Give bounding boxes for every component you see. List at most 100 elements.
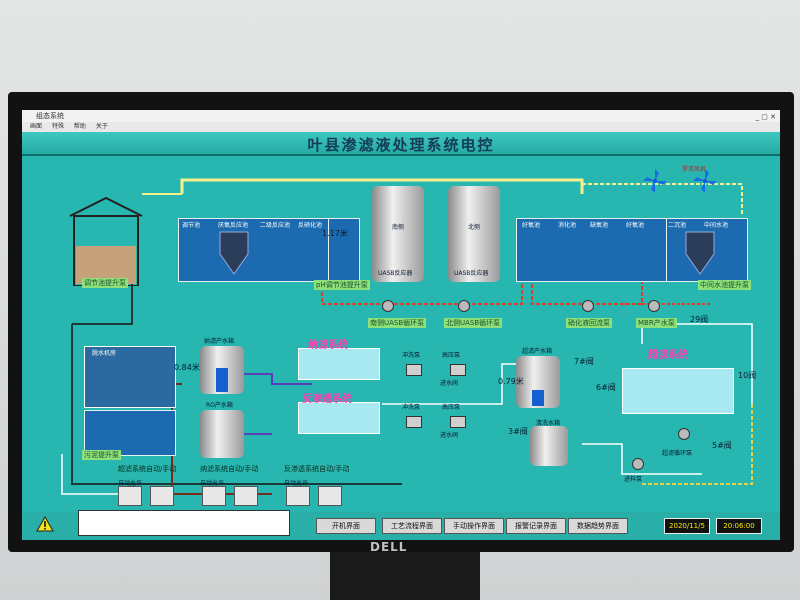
cf-pump-label: 冲洗泵 <box>402 352 421 359</box>
nf-auto-toggle[interactable] <box>202 486 226 506</box>
label-nitro-pump: 硝化液回流泵 <box>566 318 612 328</box>
tank-label-4: 好氧池 <box>522 222 541 229</box>
nf-auto-label: 纳滤系统自动/手动 <box>200 465 259 473</box>
nano-system-title: 纳滤系统 <box>308 340 348 351</box>
clean-tank-label: 清洗水箱 <box>536 420 561 427</box>
scada-screen: 组态系统 _ ▢ ✕ 画面 特殊 帮助 关于 叶县渗滤液处理系统电控 调节池提升… <box>22 110 780 540</box>
tank-ph <box>328 218 360 282</box>
value-3: 3#阀 <box>508 427 528 436</box>
uf-tank-label: 超滤产水箱 <box>522 348 553 355</box>
value-10: 10阀 <box>738 371 757 380</box>
nav-trend-button[interactable]: 数据趋势界面 <box>568 518 628 534</box>
clarifier-hopper-icon <box>685 231 715 275</box>
high-pump-label: 高压泵 <box>442 352 461 359</box>
uf-auto-allow: 自动允许 <box>118 480 143 487</box>
ro-auto-label: 反渗透系统自动/手动 <box>284 465 350 473</box>
blower-fan-icon-1[interactable] <box>642 168 668 194</box>
tank-row-b <box>516 218 668 282</box>
status-date: 2020/11/5 <box>664 518 710 534</box>
value-5: 5#阀 <box>712 441 732 450</box>
uf-manual-toggle[interactable] <box>150 486 174 506</box>
pump-icon-feed[interactable] <box>632 458 644 470</box>
ro-membranes <box>298 402 380 434</box>
alarm-table[interactable] <box>78 510 290 536</box>
page-title: 叶县渗滤液处理系统电控 <box>307 136 495 154</box>
uf-auto-label: 超滤系统自动/手动 <box>118 465 177 473</box>
tank-label-9: 中间水池 <box>704 222 729 229</box>
window-titlebar: 组态系统 _ ▢ ✕ <box>22 110 780 122</box>
regulating-tank-building <box>69 196 143 286</box>
pump-icon-circ[interactable] <box>678 428 690 440</box>
alarm-warning-icon[interactable] <box>36 516 54 532</box>
value-29: 29阀 <box>690 315 709 324</box>
tank-row-a <box>178 218 330 282</box>
status-time: 20:06:00 <box>716 518 762 534</box>
nf-manual-toggle[interactable] <box>234 486 258 506</box>
nano-tank-label: 纳滤产水箱 <box>204 338 235 345</box>
label-regulating-pump: 调节池提升泵 <box>82 278 128 288</box>
high-pump-label-2: 高压泵 <box>442 404 461 411</box>
menu-item-1[interactable]: 特殊 <box>51 123 64 130</box>
pump-icon-cf-2[interactable] <box>406 416 422 428</box>
label-mid-pump: 中间水池提升泵 <box>698 280 751 290</box>
pump-icon-high[interactable] <box>450 364 466 376</box>
circ-pump-label: 超滤循环泵 <box>662 450 693 457</box>
tank-label-7: 好氧池 <box>626 222 645 229</box>
label-uasb-north-pump: 北侧UASB循环泵 <box>444 318 503 328</box>
tower-south-label: 南侧 <box>392 224 405 231</box>
sludge-tank <box>84 410 176 456</box>
nav-process-button[interactable]: 工艺流程界面 <box>382 518 442 534</box>
menubar: 画面 特殊 帮助 关于 <box>22 122 780 132</box>
uf-level-value: 0.79米 <box>498 377 524 386</box>
label-blower: 罗茨风机 <box>682 166 707 173</box>
label-lift-pump: pH调节池提升泵 <box>314 280 370 290</box>
pump-icon-cf[interactable] <box>406 364 422 376</box>
level-regulating-value: 1.17米 <box>322 229 348 238</box>
tank-label-0: 调节池 <box>182 222 201 229</box>
nav-start-button[interactable]: 开机界面 <box>316 518 376 534</box>
window-buttons[interactable]: _ ▢ ✕ <box>755 113 776 121</box>
pump-icon-north[interactable] <box>458 300 470 312</box>
pump-icon-mbr[interactable] <box>648 300 660 312</box>
uf-membranes <box>622 368 734 414</box>
window-title: 组态系统 <box>36 112 64 120</box>
value-7: 7#阀 <box>574 357 594 366</box>
nf-auto-allow: 自动允许 <box>200 480 225 487</box>
uf-product-tank <box>516 356 560 408</box>
pump-icon-south[interactable] <box>382 300 394 312</box>
uf-system-title: 超滤系统 <box>648 350 688 361</box>
value-6: 6#阀 <box>596 383 616 392</box>
uf-level-bar <box>532 390 544 406</box>
tank-label-6: 缺氧池 <box>590 222 609 229</box>
in-valve-label-2: 进水阀 <box>440 432 459 439</box>
menu-item-3[interactable]: 关于 <box>95 123 108 130</box>
pump-icon-nitro[interactable] <box>582 300 594 312</box>
dewater-room <box>84 346 176 408</box>
tank-label-3: 反硝化池 <box>298 222 323 229</box>
tank-label-1: 厌氧反应池 <box>218 222 249 229</box>
nano-level-value: 0.84米 <box>174 363 200 372</box>
ro-product-tank <box>200 410 244 458</box>
nav-alarm-button[interactable]: 报警记录界面 <box>506 518 566 534</box>
clean-tank <box>530 426 568 466</box>
ro-auto-toggle[interactable] <box>286 486 310 506</box>
blower-fan-icon-2[interactable] <box>692 168 718 194</box>
feed-pump-label: 进料泵 <box>624 476 643 483</box>
menu-item-0[interactable]: 画面 <box>30 123 43 130</box>
tower-north-label: 北侧 <box>468 224 481 231</box>
monitor-brand-logo: DELL <box>370 540 408 554</box>
in-valve-label: 进水阀 <box>440 380 459 387</box>
ro-tank-label: RO产水箱 <box>206 402 233 409</box>
nano-product-tank <box>200 346 244 394</box>
tank-label-2: 二级反应池 <box>260 222 291 229</box>
nav-manual-button[interactable]: 手动操作界面 <box>444 518 504 534</box>
uf-auto-toggle[interactable] <box>118 486 142 506</box>
pump-icon-high-2[interactable] <box>450 416 466 428</box>
label-mbr-pump: MBR产水泵 <box>636 318 677 328</box>
ro-manual-toggle[interactable] <box>318 486 342 506</box>
monitor-stand <box>330 552 480 600</box>
hopper-icon <box>219 231 249 275</box>
menu-item-2[interactable]: 帮助 <box>73 123 86 130</box>
ro-auto-allow: 自动允许 <box>284 480 309 487</box>
tank-label-5: 消化池 <box>558 222 577 229</box>
